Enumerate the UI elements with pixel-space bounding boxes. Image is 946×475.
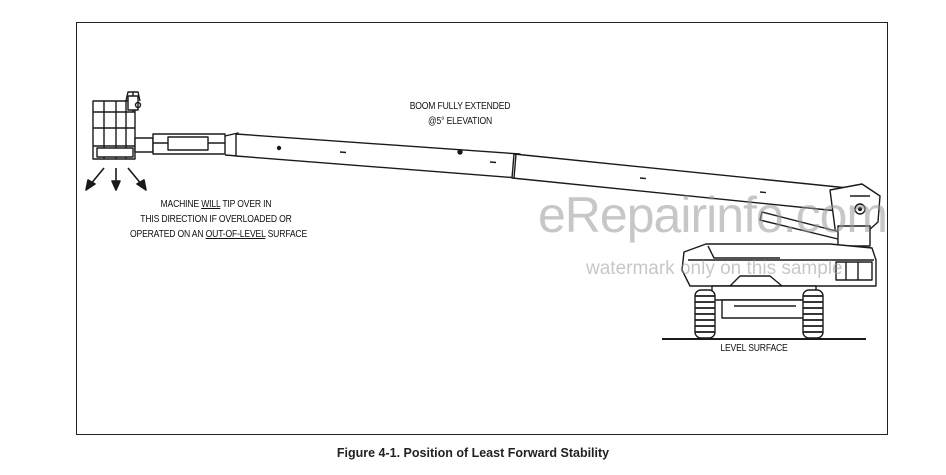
rear-wheel: [802, 289, 824, 339]
warning-text: SURFACE: [265, 229, 308, 240]
watermark-sub: watermark only on this sample: [586, 258, 843, 279]
boom-label-line: BOOM FULLY EXTENDED: [409, 101, 511, 112]
boom-pivot: [759, 183, 881, 247]
warning-text: TIP OVER IN: [220, 199, 272, 210]
warning-emphasis: OUT-OF-LEVEL: [205, 229, 266, 240]
warning-line-1: MACHINE WILL TIP OVER IN: [130, 197, 302, 212]
boom-label-line: @5° ELEVATION: [427, 116, 493, 127]
front-wheel: [694, 289, 716, 339]
figure-caption: Figure 4-1. Position of Least Forward St…: [336, 446, 610, 460]
turntable-chassis: [681, 243, 877, 319]
jib-assembly: [134, 132, 239, 157]
warning-line-2: THIS DIRECTION IF OVERLOADED OR: [140, 214, 292, 225]
warning-text: OPERATED ON AN: [130, 229, 206, 240]
figure-frame: [76, 22, 888, 435]
tip-over-warning-label: MACHINE WILL TIP OVER IN THIS DIRECTION …: [130, 197, 307, 242]
boom-fly-section: [235, 133, 521, 179]
level-surface-label: LEVEL SURFACE: [720, 343, 788, 354]
boom-label: BOOM FULLY EXTENDED @5° ELEVATION: [400, 99, 520, 129]
watermark-main: eRepairinfo.com: [538, 187, 888, 243]
platform-basket: [92, 91, 142, 160]
warning-line-3: OPERATED ON AN OUT-OF-LEVEL SURFACE: [130, 227, 307, 242]
warning-emphasis: WILL: [201, 199, 221, 210]
warning-text: MACHINE: [160, 199, 202, 210]
tip-over-arrows: [85, 167, 147, 191]
